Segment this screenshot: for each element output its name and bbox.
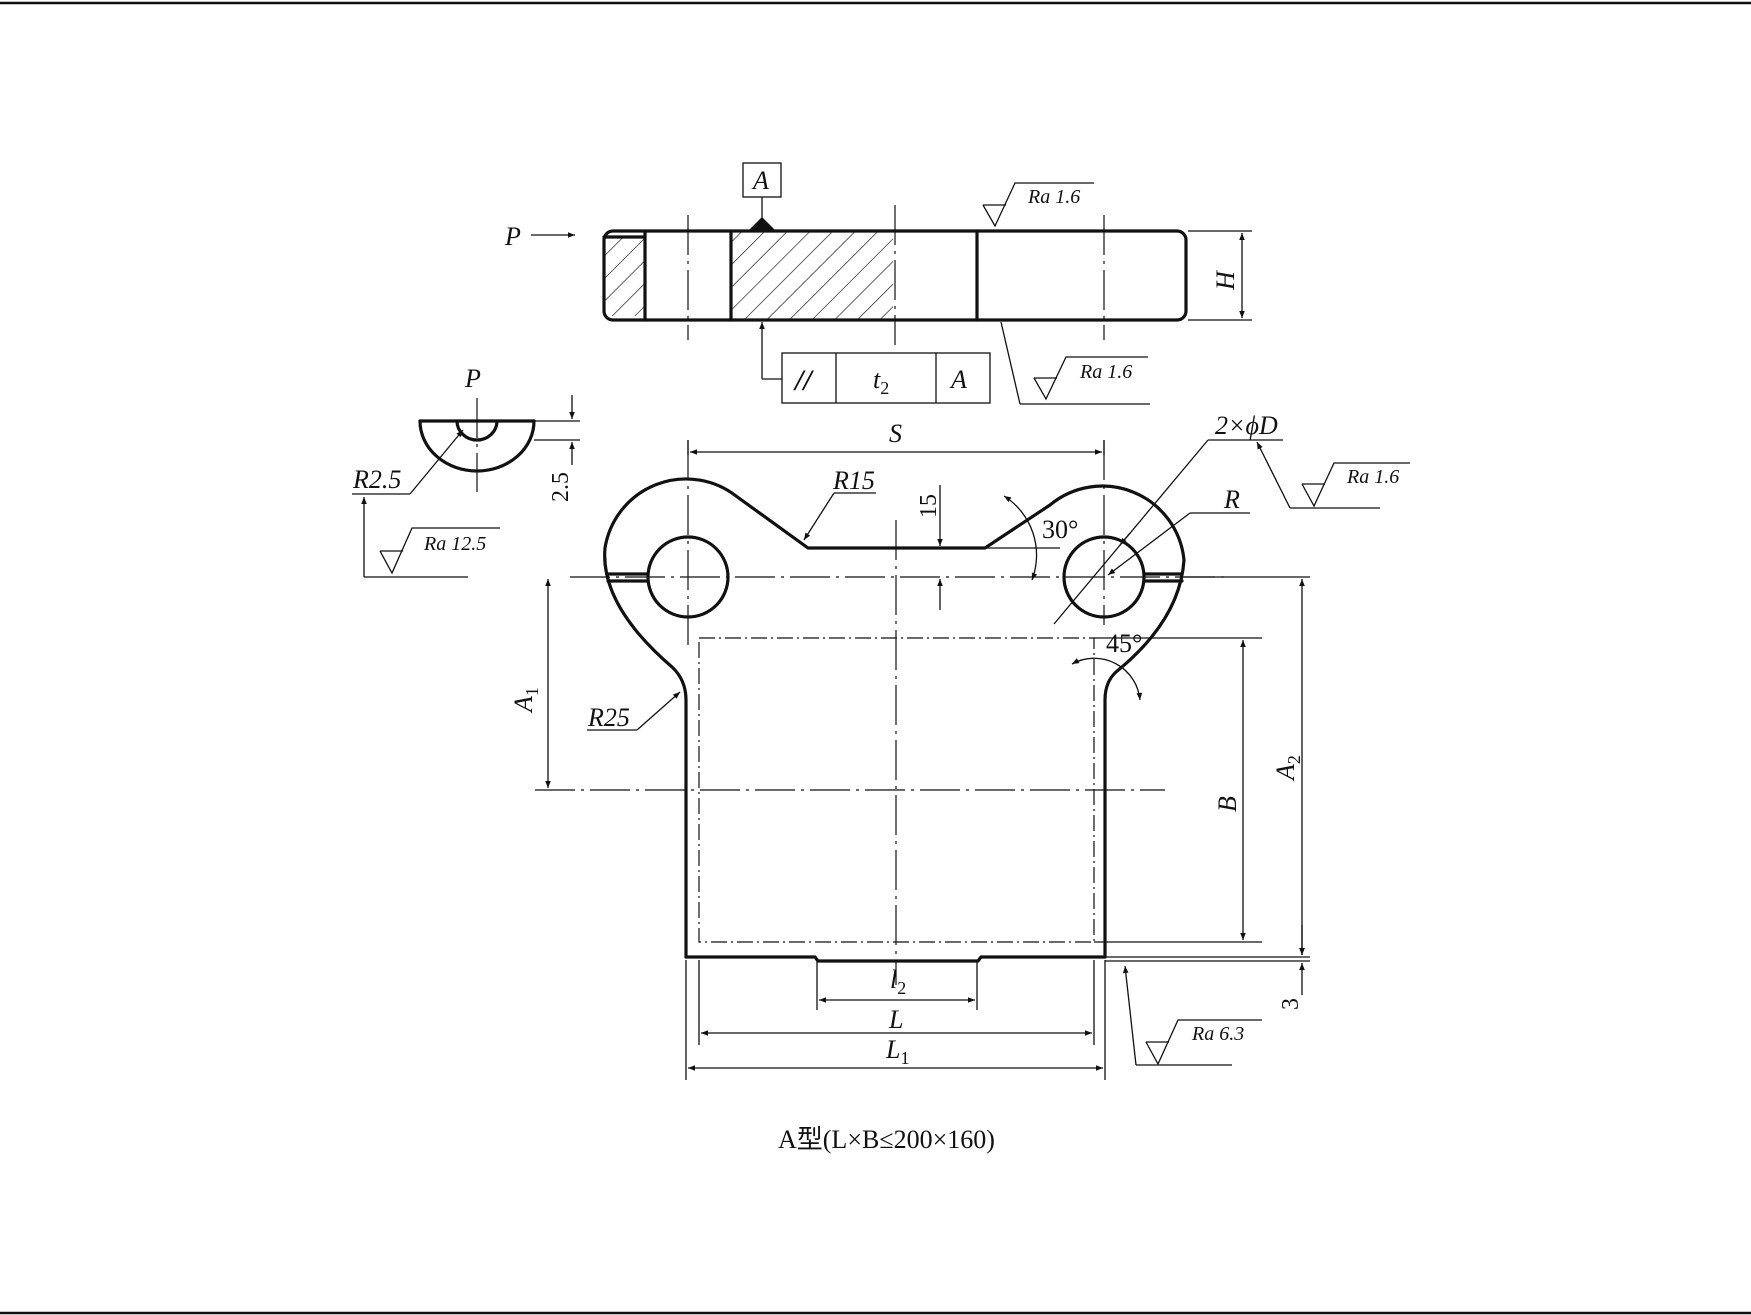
dim-L: L (888, 1005, 903, 1034)
dim-L1: L1 (885, 1035, 909, 1068)
roughness-groove-symbol (379, 527, 500, 575)
caption: A型(L×B≤200×160) (778, 1125, 995, 1154)
roughness-hole-symbol (1301, 462, 1410, 508)
dim-15: 15 (916, 494, 942, 518)
top-section-view (602, 205, 1188, 345)
roughness-base-label: Ra 6.3 (1191, 1023, 1244, 1045)
radius-R: R (1223, 485, 1240, 514)
tolerance-value: t2 (873, 365, 889, 398)
radius-R25: R25 (587, 703, 630, 732)
roughness-groove-label: Ra 12.5 (423, 533, 486, 555)
angle-45: 45° (1106, 629, 1142, 658)
roughness-top-symbol (982, 182, 1094, 228)
dim-3: 3 (1278, 998, 1304, 1010)
roughness-bottom-label: Ra 1.6 (1079, 361, 1132, 383)
dim-A1: A1 (509, 687, 542, 714)
section-view-label: P (464, 364, 481, 393)
dim-2-5: 2.5 (548, 472, 574, 502)
datum-triangle (748, 217, 776, 231)
holes-label: 2×ϕD (1215, 411, 1278, 440)
view-arrow-label: P (504, 222, 521, 251)
datum-label: A (751, 166, 769, 195)
radius-R15: R15 (832, 466, 875, 495)
groove-section (418, 398, 536, 492)
roughness-top-label: Ra 1.6 (1027, 186, 1080, 208)
roughness-bottom-symbol (1033, 356, 1148, 401)
roughness-base-symbol (1145, 1019, 1262, 1066)
tolerance-frame (759, 322, 991, 404)
dim-l2: l2 (890, 965, 906, 998)
front-view-outline (603, 477, 1186, 963)
dim-B: B (1213, 796, 1242, 812)
radius-R2-5: R2.5 (352, 465, 401, 494)
dim-A2: A2 (1271, 755, 1304, 782)
tolerance-datum: A (949, 365, 967, 394)
angle-30: 30° (1042, 515, 1078, 544)
dim-S: S (889, 419, 902, 448)
parallelism-symbol: // (793, 364, 814, 397)
dim-H: H (1211, 270, 1240, 291)
roughness-hole-label: Ra 1.6 (1346, 466, 1399, 488)
